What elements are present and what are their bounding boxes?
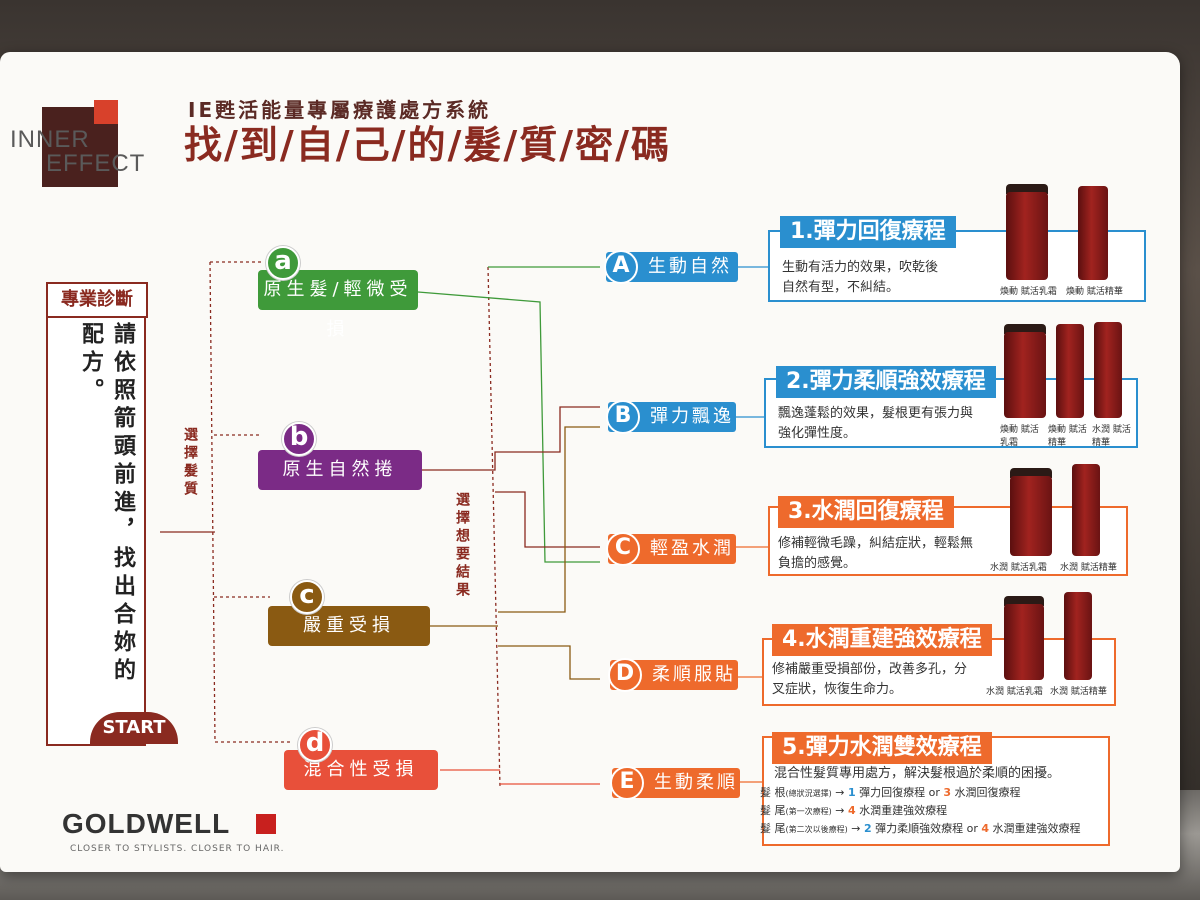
select-hair-label: 選擇髮質: [182, 427, 198, 499]
goldwell-logo-square: [256, 814, 276, 834]
product-bottle: [1094, 322, 1122, 418]
treatment-2-name: 2.彈力柔順強效療程: [776, 366, 996, 398]
treatment-5-legend: 髮 根(總狀況選擇) → 1 彈力回復療程 or 3 水潤回復療程 髮 尾(第一…: [760, 784, 1104, 838]
product-label: 水潤 賦活精華: [1092, 425, 1131, 448]
page-title: 找/到/自/己/的/髮/質/密/碼: [184, 123, 672, 167]
hair-type-a-marker: a: [266, 246, 300, 280]
result-B-marker: B: [606, 400, 640, 434]
hair-type-c: 嚴重受損: [268, 606, 430, 646]
legend-row: 髮 根(總狀況選擇) → 1 彈力回復療程 or 3 水潤回復療程: [760, 786, 1021, 799]
product-bottle: [1064, 592, 1092, 680]
treatment-4-desc: 修補嚴重受損部份，改善多孔，分叉症狀，恢復生命力。: [772, 662, 968, 697]
diagnosis-instruction: 請依照箭頭前進，找出合妳的配方。: [78, 322, 135, 686]
treatment-5-name: 5.彈力水潤雙效療程: [772, 732, 992, 764]
product-label: 水潤 賦活精華: [1050, 687, 1107, 697]
product-jar: [1004, 332, 1046, 418]
hair-type-b-marker: b: [282, 422, 316, 456]
diagnosis-box: [46, 290, 146, 746]
product-jar-cap: [1004, 324, 1046, 334]
brand-logo-accent: [94, 100, 118, 124]
product-label: 煥動 賦活精華: [1048, 425, 1087, 448]
product-jar-cap: [1010, 468, 1052, 478]
product-label: 水潤 賦活乳霜: [986, 687, 1043, 697]
hair-type-b: 原生自然捲: [258, 450, 422, 490]
product-label: 煥動 賦活乳霜: [1000, 287, 1057, 297]
result-E-marker: E: [610, 766, 644, 800]
product-jar: [1010, 476, 1052, 556]
treatment-4-name: 4.水潤重建強效療程: [772, 624, 992, 656]
flow-connectors: [160, 261, 775, 788]
legend-row: 髮 尾(第一次療程) → 4 水潤重建強效療程: [760, 804, 948, 817]
select-result-label: 選擇想要結果: [454, 492, 470, 600]
start-label: START: [90, 712, 178, 744]
product-jar: [1006, 192, 1048, 280]
product-label: 煥動 賦活乳霜: [1000, 425, 1039, 448]
result-C-marker: C: [606, 532, 640, 566]
product-label: 水潤 賦活乳霜: [990, 563, 1047, 573]
result-A-marker: A: [604, 250, 638, 284]
hair-type-d-marker: d: [298, 728, 332, 762]
diagnosis-header: 專業診斷: [46, 282, 148, 318]
hair-type-c-marker: c: [290, 580, 324, 614]
treatment-1-desc: 生動有活力的效果，吹乾後自然有型，不糾結。: [782, 260, 939, 295]
flowchart-card: INNER EFFECT IE甦活能量專屬療護處方系統 找/到/自/己/的/髮/…: [0, 52, 1180, 872]
legend-row: 髮 尾(第二次以後療程) → 2 彈力柔順強效療程 or 4 水潤重建強效療程: [760, 822, 1081, 835]
product-bottle: [1078, 186, 1108, 280]
brand-logo-text: INNER EFFECT: [10, 126, 146, 177]
treatment-3-name: 3.水潤回復療程: [778, 496, 954, 528]
product-jar-cap: [1006, 184, 1048, 194]
product-label: 煥動 賦活精華: [1066, 287, 1123, 297]
treatment-3-desc: 修補輕微毛躁，糾結症狀，輕鬆無負擔的感覺。: [778, 536, 974, 571]
product-bottle: [1072, 464, 1100, 556]
product-label: 水潤 賦活精華: [1060, 563, 1117, 573]
goldwell-logo: GOLDWELL: [62, 808, 231, 839]
goldwell-tagline: CLOSER TO STYLISTS. CLOSER TO HAIR.: [70, 844, 285, 854]
product-jar: [1004, 604, 1044, 680]
product-bottle: [1056, 324, 1084, 418]
page-subtitle: IE甦活能量專屬療護處方系統: [188, 98, 492, 122]
result-D-marker: D: [608, 658, 642, 692]
treatment-1-name: 1.彈力回復療程: [780, 216, 956, 248]
product-jar-cap: [1004, 596, 1044, 606]
treatment-2-desc: 飄逸蓬鬆的效果，髮根更有張力與強化彈性度。: [778, 406, 974, 441]
treatment-5-desc: 混合性髮質專用處方，解決髮根過於柔順的困擾。: [774, 766, 1061, 781]
